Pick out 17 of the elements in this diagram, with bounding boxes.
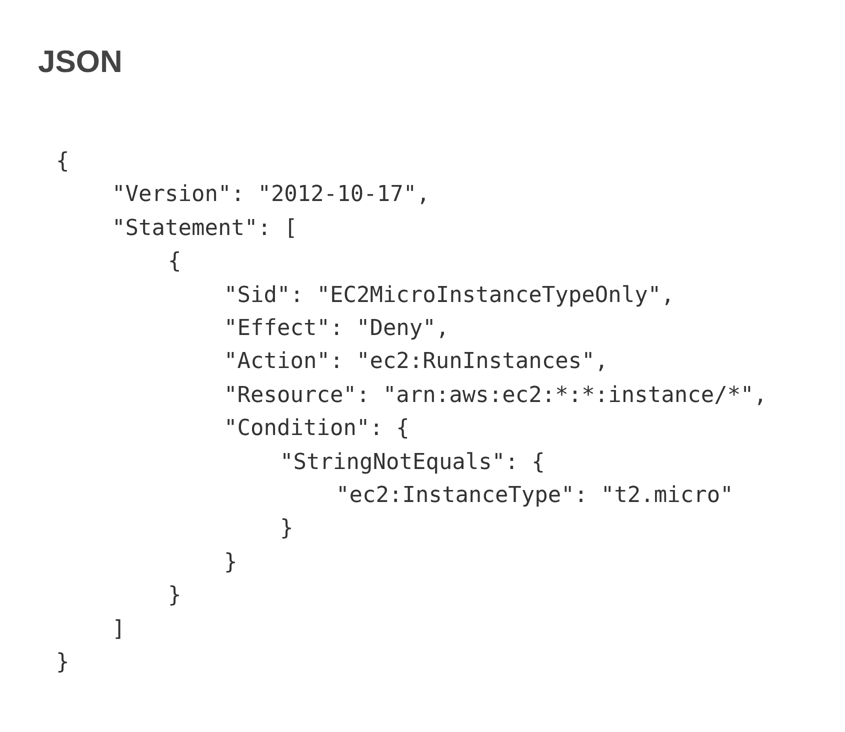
code-line: } (280, 515, 294, 544)
code-line: "Effect": "Deny", (224, 315, 450, 343)
code-line: "Condition": { (224, 415, 410, 444)
code-line: "Action": "ec2:RunInstances", (224, 348, 608, 376)
heading: JSON (38, 44, 122, 80)
code-line: "Sid": "EC2MicroInstanceTypeOnly", (224, 282, 674, 310)
code-line: "ec2:InstanceType": "t2.micro" (336, 482, 734, 510)
code-line: "Version": "2012-10-17", (112, 181, 430, 210)
code-line: } (168, 582, 182, 610)
code-line: "Resource": "arn:aws:ec2:*:*:instance/*", (224, 382, 768, 410)
code-line: "StringNotEquals": { (280, 448, 545, 477)
code-line: "Statement": [ (112, 214, 298, 243)
code-line: ] (112, 616, 126, 644)
code-line: { (168, 248, 182, 276)
code-line: { (56, 148, 70, 176)
code-line: } (56, 649, 70, 677)
code-line: } (224, 548, 238, 577)
